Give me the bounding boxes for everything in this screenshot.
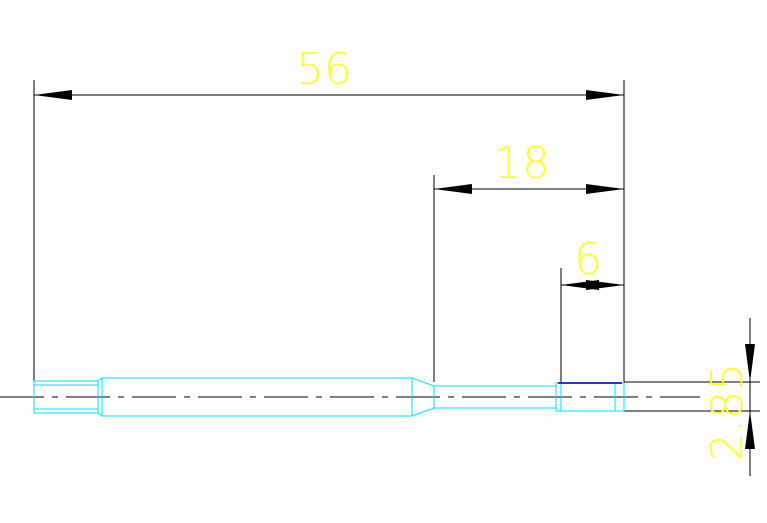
arrowhead-18-left: [434, 184, 472, 194]
dimension-overall-length: 56: [33, 44, 625, 382]
dimension-tip-diameter: 2.85: [624, 318, 760, 476]
arrowhead-diameter-bottom: [745, 411, 755, 449]
arrowhead-18-right: [586, 184, 624, 194]
arrowhead-right: [586, 90, 624, 100]
dimension-text-6: 6: [574, 234, 602, 285]
arrowhead-left: [34, 90, 72, 100]
arrowhead-6-right: [586, 280, 624, 290]
arrowhead-diameter-top: [745, 344, 755, 382]
main-shaft: [97, 377, 435, 417]
left-threaded-section: [33, 380, 99, 414]
part-outline: [33, 377, 625, 417]
dimension-tip-length: 6: [560, 234, 624, 382]
dimension-text-18: 18: [494, 138, 550, 189]
dimension-text-56: 56: [296, 44, 352, 95]
dimension-middle-length: 18: [433, 138, 624, 382]
dimension-text-2-85: 2.85: [702, 363, 753, 461]
